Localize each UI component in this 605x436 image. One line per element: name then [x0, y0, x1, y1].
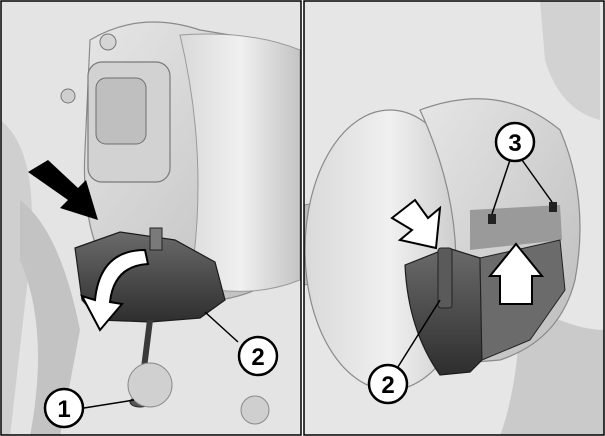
- right-frame-tube-top: [540, 1, 600, 120]
- cover-post: [437, 247, 453, 309]
- left-panel: 2 1: [1, 1, 301, 435]
- rotate-arrow: [79, 248, 150, 332]
- right-panel-frame: [303, 0, 605, 436]
- callout-3-leader-a: [491, 159, 511, 215]
- frame-tube-left: [1, 120, 32, 435]
- mount-boss: [127, 362, 173, 408]
- callout-2-leader: [204, 311, 239, 343]
- callout-2-circle: [237, 335, 279, 377]
- latch-tab-right: [549, 202, 557, 212]
- switch-button: [95, 77, 147, 145]
- callout-1-circle: [43, 387, 85, 429]
- screw-head-top: [60, 88, 76, 104]
- insert-arrow: [390, 198, 442, 250]
- right-panel: 3 2: [304, 1, 604, 435]
- callout-3-label: 3: [508, 130, 521, 157]
- mount-nut: [240, 395, 270, 425]
- pointer-arrow: [28, 160, 98, 220]
- latch-tab-left: [488, 214, 496, 224]
- frame-tube-lower: [20, 200, 80, 435]
- cover-pin: [149, 227, 163, 251]
- callout-3-circle: [494, 121, 536, 163]
- callout-2-label: 2: [251, 344, 264, 371]
- screw-head-upper: [99, 33, 117, 51]
- callout-3-leader-b: [521, 159, 553, 203]
- callout-2r-leader: [395, 299, 441, 371]
- callout-1-label: 1: [57, 396, 70, 423]
- callout-2r-label: 2: [381, 372, 394, 399]
- grip-ring: [179, 33, 301, 292]
- push-up-arrow: [487, 242, 545, 305]
- left-panel-frame: [0, 0, 302, 436]
- callout-1-leader: [83, 399, 135, 409]
- callout-2r-circle: [367, 363, 409, 405]
